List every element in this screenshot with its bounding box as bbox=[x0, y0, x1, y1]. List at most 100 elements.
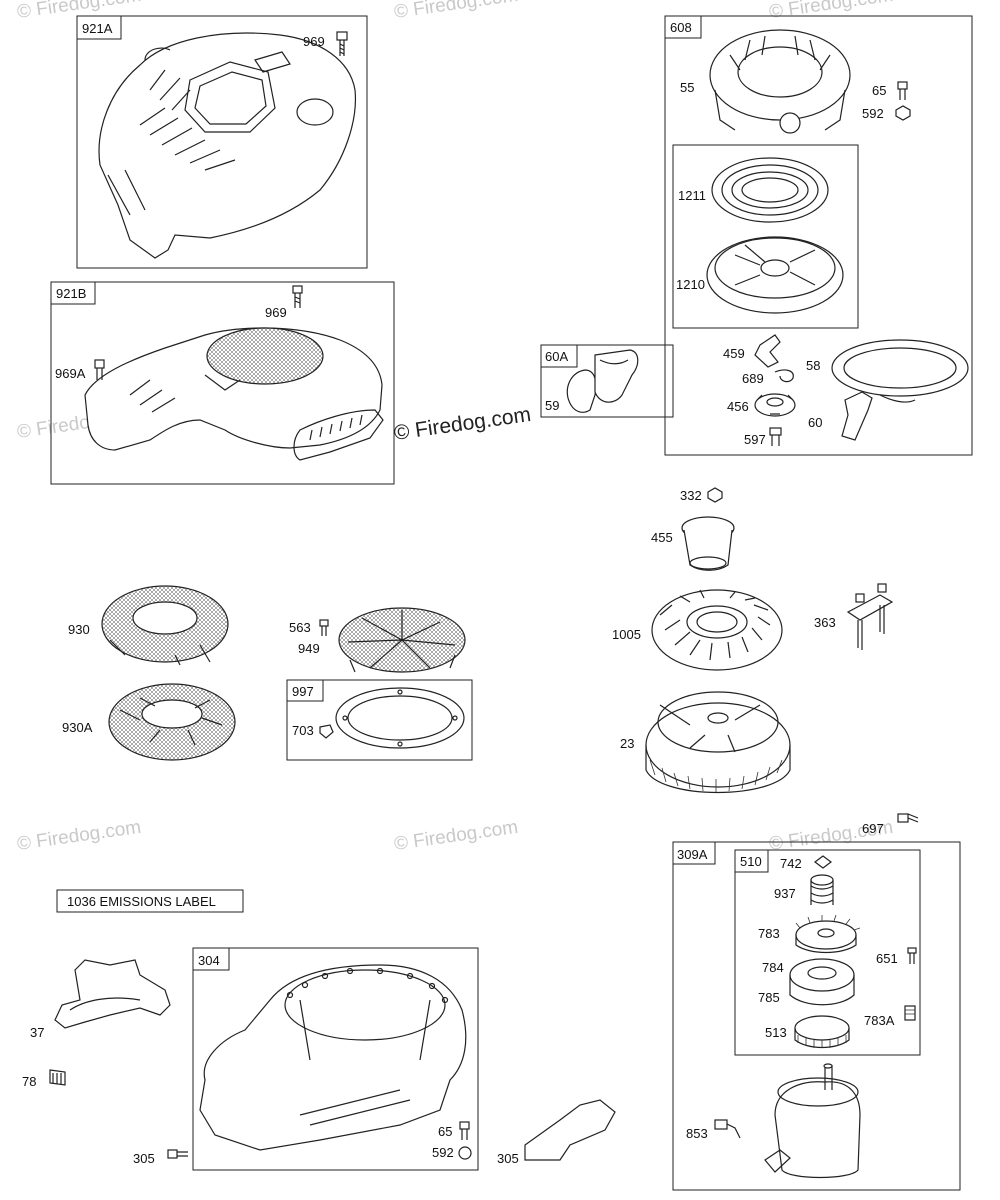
blower-housing-cover-921B bbox=[84, 327, 384, 461]
part-label: 651 bbox=[876, 951, 898, 966]
group-tag: 921A bbox=[82, 21, 113, 36]
screw-305 bbox=[167, 1149, 188, 1159]
part-label: 305 bbox=[497, 1151, 519, 1166]
part-label: 783 bbox=[758, 926, 780, 941]
shield-37 bbox=[54, 959, 171, 1029]
part-label: 363 bbox=[814, 615, 836, 630]
screw-703 bbox=[319, 724, 334, 739]
part-label: 1210 bbox=[676, 277, 705, 292]
rope-58 bbox=[831, 339, 969, 403]
part-label: 937 bbox=[774, 886, 796, 901]
group-921A: 921A 969 bbox=[76, 15, 368, 269]
part-label: 455 bbox=[651, 530, 673, 545]
part-label: 58 bbox=[806, 358, 820, 373]
watermark-main: © Firedog.com bbox=[392, 403, 532, 445]
screw-969A bbox=[94, 359, 105, 380]
part-label: 597 bbox=[744, 432, 766, 447]
part-label: 785 bbox=[758, 990, 780, 1005]
rewind-spring-1211 bbox=[711, 157, 829, 223]
screen-949 bbox=[338, 607, 466, 673]
part-label: 930A bbox=[62, 720, 93, 735]
part-label: 1211 bbox=[678, 188, 706, 203]
group-60A: 60A 59 bbox=[540, 344, 674, 418]
screw-697 bbox=[897, 813, 919, 823]
handle-60 bbox=[841, 391, 873, 441]
part-label: 305 bbox=[133, 1151, 155, 1166]
group-tag: 608 bbox=[670, 20, 692, 35]
group-tag: 60A bbox=[545, 349, 568, 364]
retainer-456 bbox=[754, 393, 796, 417]
terminal-853 bbox=[714, 1119, 741, 1139]
gear-513 bbox=[794, 1015, 850, 1049]
pulley-1210 bbox=[706, 236, 844, 314]
group-tag: 510 bbox=[740, 854, 762, 869]
screw-969 bbox=[292, 285, 303, 308]
group-tag: 997 bbox=[292, 684, 314, 699]
rewind-starter-housing-55 bbox=[709, 29, 851, 134]
part-label: 703 bbox=[292, 723, 314, 738]
part-label: 456 bbox=[727, 399, 749, 414]
part-label: 459 bbox=[723, 346, 745, 361]
screw-78 bbox=[49, 1069, 66, 1086]
gear-783 bbox=[795, 914, 861, 954]
group-304: 304 65 592 bbox=[192, 947, 479, 1171]
screw-597 bbox=[769, 427, 782, 446]
group-608: 608 55 65 592 1211 bbox=[664, 15, 973, 456]
part-label: 513 bbox=[765, 1025, 787, 1040]
gasket-997 bbox=[335, 687, 465, 749]
part-label: 1005 bbox=[612, 627, 641, 642]
part-label: 689 bbox=[742, 371, 764, 386]
screw-969 bbox=[336, 31, 348, 56]
screw-65 bbox=[897, 81, 908, 100]
starter-cup-455 bbox=[681, 516, 735, 571]
group-tag: 309A bbox=[677, 847, 708, 862]
spring-937 bbox=[810, 874, 834, 905]
screw-651 bbox=[907, 947, 917, 964]
part-label: 65 bbox=[438, 1124, 452, 1139]
group-309A: 309A 510 742 937 783 651 bbox=[672, 841, 961, 1191]
nut-592 bbox=[458, 1146, 472, 1160]
part-label: 969 bbox=[303, 34, 325, 49]
flywheel-23 bbox=[645, 691, 791, 794]
ignition-armature-363 bbox=[846, 583, 894, 650]
blower-housing-cover-921A bbox=[98, 32, 357, 259]
starter-motor bbox=[764, 1063, 861, 1179]
screw-563 bbox=[319, 619, 329, 636]
fan-1005 bbox=[651, 589, 783, 671]
part-label: 78 bbox=[22, 1074, 36, 1089]
part-label: 697 bbox=[862, 821, 884, 836]
screw-65 bbox=[459, 1121, 470, 1140]
part-label: 784 bbox=[762, 960, 784, 975]
part-label: 930 bbox=[68, 622, 90, 637]
watermark-text: © Firedog.com bbox=[393, 817, 520, 855]
watermark-text: © Firedog.com bbox=[16, 817, 143, 855]
part-label: 37 bbox=[30, 1025, 44, 1040]
part-label: 592 bbox=[432, 1145, 454, 1160]
part-label: 332 bbox=[680, 488, 702, 503]
watermark-text: © Firedog.com bbox=[768, 0, 895, 23]
watermark-text: © Firedog.com bbox=[393, 0, 520, 23]
drive-784 bbox=[789, 958, 855, 1006]
blower-housing-304 bbox=[199, 964, 467, 1151]
part-label: 783A bbox=[864, 1013, 895, 1028]
part-label: 949 bbox=[298, 641, 320, 656]
part-label: 23 bbox=[620, 736, 634, 751]
nut-783A bbox=[904, 1005, 916, 1021]
nut-332 bbox=[707, 487, 723, 503]
part-label: 592 bbox=[862, 106, 884, 121]
starter-handle-60A bbox=[566, 349, 639, 413]
group-tag: 921B bbox=[56, 286, 86, 301]
nut-592 bbox=[895, 105, 911, 121]
flywheel-screen-930A bbox=[108, 683, 236, 761]
part-label: 59 bbox=[545, 398, 559, 413]
group-921B: 921B 969 969A bbox=[50, 281, 395, 485]
part-label: 742 bbox=[780, 856, 802, 871]
spring-689 bbox=[774, 369, 794, 383]
cap-742 bbox=[814, 855, 832, 869]
part-label: 563 bbox=[289, 620, 311, 635]
part-label: 969 bbox=[265, 305, 287, 320]
group-997: 997 703 bbox=[286, 679, 473, 761]
flywheel-screen-930 bbox=[101, 585, 229, 666]
part-label: 969A bbox=[55, 366, 86, 381]
